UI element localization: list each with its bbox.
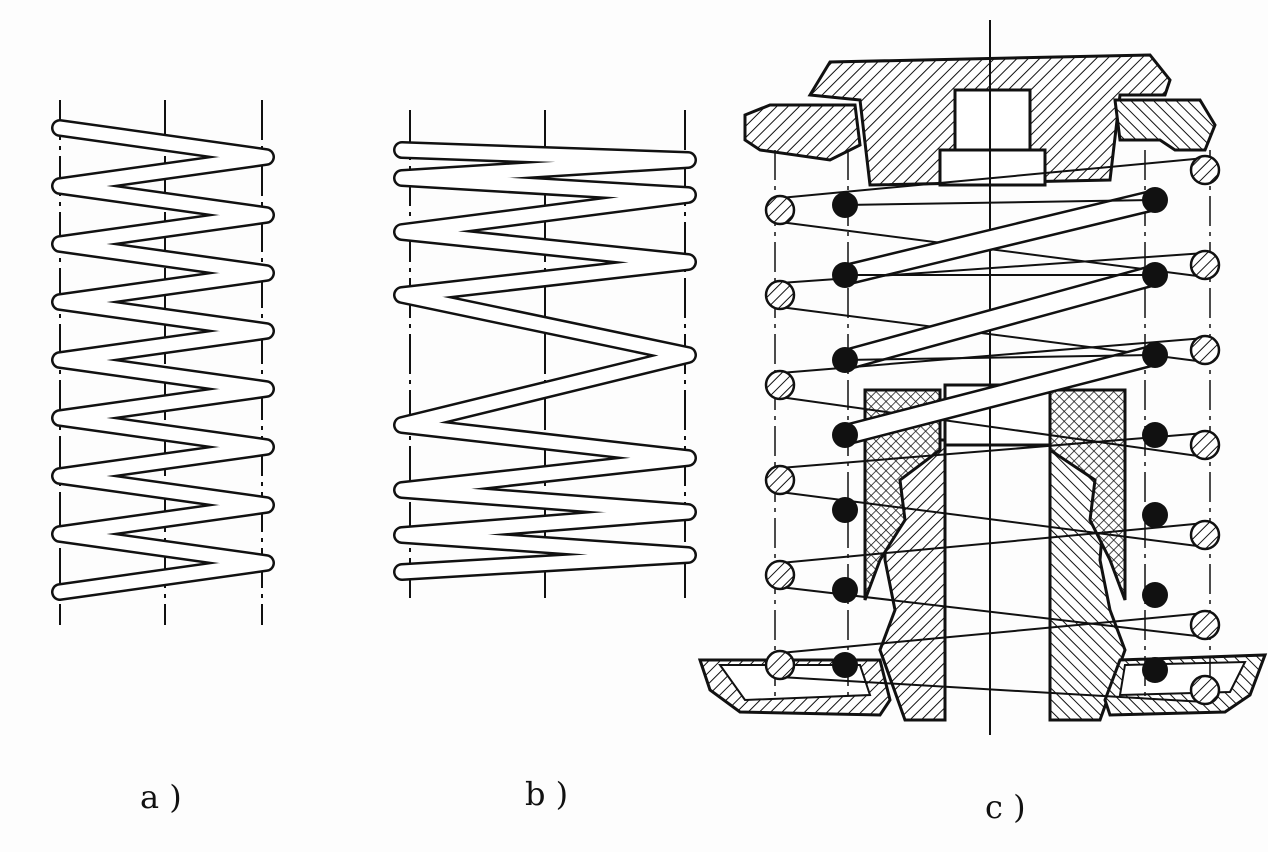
outer-coil-section <box>764 369 796 401</box>
inner-spring-wire <box>836 346 1164 444</box>
inner-coil-section <box>1142 657 1168 683</box>
outer-coil-section <box>764 464 796 496</box>
inner-coil-section <box>1142 582 1168 608</box>
inner-spring-wire <box>836 266 1164 369</box>
spring-c-assembly <box>697 20 1268 735</box>
inner-coil-section <box>832 262 858 288</box>
inner-coil-section <box>832 192 858 218</box>
outer-coil-section <box>1189 674 1221 706</box>
cup-left-inner <box>718 664 872 702</box>
outer-coil-section <box>764 279 796 311</box>
inner-coil-section <box>832 577 858 603</box>
outer-coil-section <box>764 194 796 226</box>
outer-coil-section <box>1189 609 1221 641</box>
top-bore <box>953 88 1032 162</box>
inner-coil-section <box>832 347 858 373</box>
outer-coil-section <box>764 649 796 681</box>
top-flange-right <box>1113 98 1217 152</box>
inner-coil-section <box>832 652 858 678</box>
inner-coil-section <box>1142 262 1168 288</box>
outer-coil-section <box>1189 334 1221 366</box>
cup-right-inner <box>1118 660 1247 697</box>
outer-spring-wire <box>779 157 1206 199</box>
inner-coil-section <box>832 497 858 523</box>
outer-coil-section <box>1189 249 1221 281</box>
label-a: a ) <box>140 778 182 816</box>
outer-spring-wire <box>779 522 1206 564</box>
spring-wire <box>53 121 273 599</box>
top-bore-step <box>938 148 1047 187</box>
label-c: c ) <box>985 788 1026 826</box>
outer-coil-section <box>1189 519 1221 551</box>
outer-spring-wire <box>779 676 1206 703</box>
spring-a <box>51 100 275 625</box>
inner-coil-section <box>1142 342 1168 368</box>
spring-b <box>393 110 697 600</box>
inner-coil-section <box>832 422 858 448</box>
label-b: b ) <box>525 775 569 813</box>
outer-spring-wire <box>779 612 1206 654</box>
spring-wire <box>395 143 695 579</box>
outer-spring-wire <box>779 396 1206 458</box>
outer-spring-wire <box>779 432 1206 469</box>
inner-spring-back <box>844 199 1156 206</box>
outer-coil-section <box>1189 429 1221 461</box>
inner-spring-wire <box>836 191 1164 284</box>
inner-spring-back <box>844 354 1156 361</box>
outer-coil-section <box>764 559 796 591</box>
inner-coil-section <box>1142 187 1168 213</box>
inner-coil-section <box>1142 422 1168 448</box>
top-flange-left <box>743 103 862 162</box>
inner-coil-section <box>1142 502 1168 528</box>
outer-coil-section <box>1189 154 1221 186</box>
